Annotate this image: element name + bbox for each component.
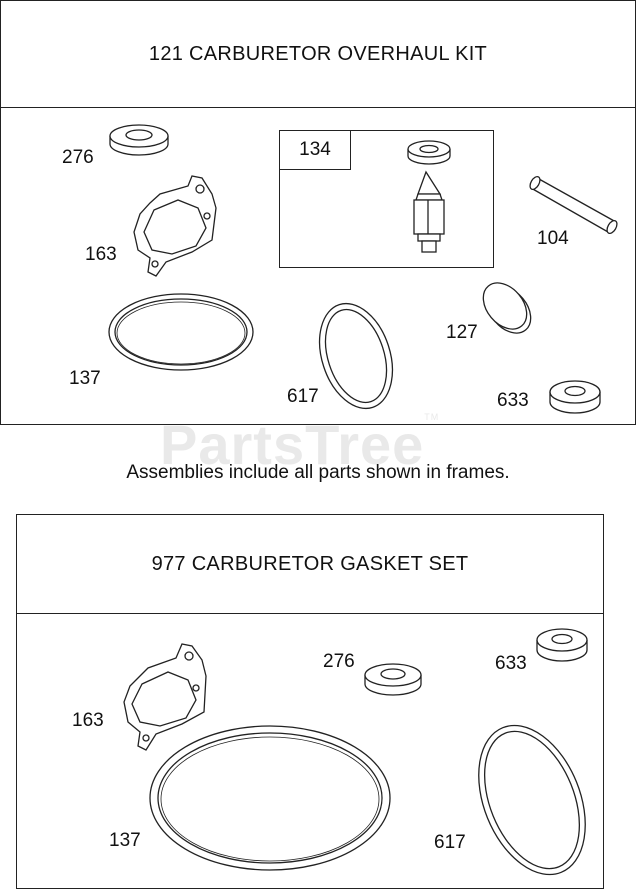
- part-label-163: 163: [85, 244, 117, 265]
- kit-121-title: 121 CARBURETOR OVERHAUL KIT: [1, 1, 635, 108]
- part-label-633: 633: [497, 390, 529, 411]
- kit-121-title-text: 121 CARBURETOR OVERHAUL KIT: [148, 42, 488, 65]
- part-276-washer-drawing: [109, 124, 169, 156]
- watermark: PartsTreeTM: [160, 412, 439, 477]
- part-137-o-ring-drawing: [108, 293, 254, 371]
- part-163-gasket-drawing: [133, 175, 217, 277]
- part-127-plug-drawing: [482, 282, 532, 334]
- part-label-276: 276: [62, 147, 94, 168]
- part-label-137: 137: [69, 368, 101, 389]
- part-137-o-ring-set-drawing: [149, 725, 391, 871]
- part-633-washer-set-drawing: [536, 628, 588, 662]
- sub-assembly-134-frame: 134: [279, 130, 494, 268]
- part-134-seat-drawing: [407, 140, 451, 165]
- part-134-needle-drawing: [413, 170, 445, 253]
- part-label-633-set: 633: [495, 653, 527, 674]
- assembly-note: Assemblies include all parts shown in fr…: [126, 462, 510, 483]
- part-label-104: 104: [537, 228, 569, 249]
- watermark-tm: TM: [424, 412, 440, 422]
- part-label-134: 134: [299, 139, 331, 160]
- part-label-137-set: 137: [109, 830, 141, 851]
- part-label-163-set: 163: [72, 710, 104, 731]
- part-label-617: 617: [287, 386, 319, 407]
- part-633-washer-drawing: [549, 380, 601, 414]
- part-276-washer-set-drawing: [364, 663, 422, 696]
- kit-977-title: 977 CARBURETOR GASKET SET: [17, 515, 603, 614]
- part-label-276-set: 276: [323, 651, 355, 672]
- sub-assembly-134-label: 134: [280, 131, 351, 170]
- watermark-text: PartsTree: [160, 413, 425, 476]
- part-label-617-set: 617: [434, 832, 466, 853]
- part-163-gasket-set-drawing: [123, 643, 207, 751]
- kit-977-title-text: 977 CARBURETOR GASKET SET: [151, 552, 469, 575]
- part-104-pin-drawing: [529, 175, 618, 235]
- part-617-ring-set-drawing: [478, 724, 586, 876]
- part-label-127: 127: [446, 322, 478, 343]
- part-617-ring-drawing: [318, 302, 394, 410]
